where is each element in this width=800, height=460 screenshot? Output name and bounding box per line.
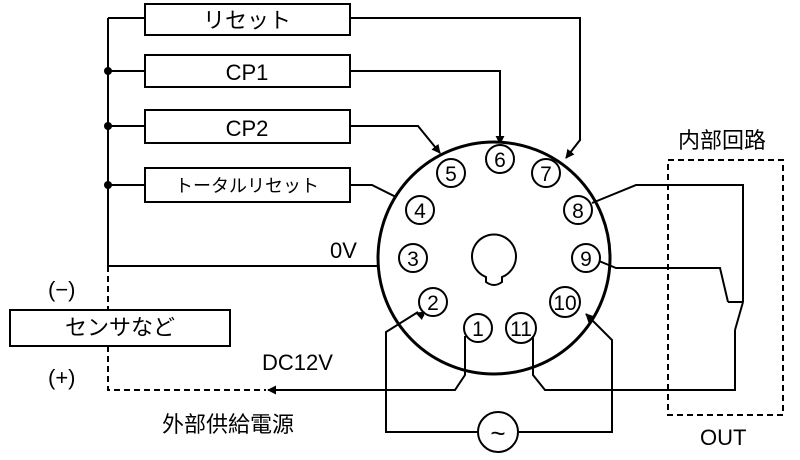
- pin11-output-wire: [532, 330, 736, 391]
- svg-text:11: 11: [510, 318, 532, 341]
- svg-text:2: 2: [427, 292, 439, 315]
- ac-source-icon: [477, 411, 519, 453]
- pin-1: 1: [463, 313, 493, 343]
- pin8-contact-wire: [591, 184, 744, 302]
- cp1-to-pin6-wire: [350, 70, 505, 145]
- junction-dot: [104, 67, 112, 75]
- pin-10: 10: [549, 286, 581, 318]
- svg-text:9: 9: [580, 248, 592, 271]
- svg-text:10: 10: [553, 292, 576, 315]
- total-reset-label: トータルリセット: [175, 176, 319, 196]
- svg-text:8: 8: [572, 200, 584, 223]
- pin-5: 5: [436, 158, 466, 188]
- ac-left-arrow: [415, 311, 426, 321]
- svg-text:5: 5: [445, 163, 457, 186]
- svg-text:6: 6: [494, 149, 506, 172]
- out-label: OUT: [700, 425, 746, 450]
- pin9-contact-wire: [598, 260, 729, 303]
- external-supply-label: 外部供給電源: [162, 412, 294, 437]
- svg-text:3: 3: [407, 248, 419, 271]
- pin-4: 4: [405, 195, 435, 225]
- internal-circuit-label: 内部回路: [678, 128, 766, 153]
- pin-11: 11: [505, 312, 537, 344]
- relay-contact-blade: [734, 301, 744, 331]
- pin-6: 6: [485, 144, 515, 174]
- sensor-plus-dashed-wire: [107, 346, 266, 391]
- total-reset-input-box: トータルリセット: [144, 167, 351, 203]
- internal-circuit-box: [667, 159, 784, 416]
- cp1-input-box: CP1: [144, 54, 351, 88]
- junction-dot: [104, 181, 112, 189]
- sensor-box: [9, 309, 231, 347]
- pin-7: 7: [531, 158, 561, 188]
- plus-label: (+): [48, 365, 76, 390]
- dc12v-label: DC12V: [262, 350, 333, 375]
- cp2-to-pin5-wire: [350, 125, 441, 154]
- cp2-input-box: CP2: [144, 109, 351, 144]
- socket-center-key: [471, 233, 517, 286]
- junction-dot: [104, 122, 112, 130]
- pin-9: 9: [571, 243, 601, 273]
- ac-source-symbol: ~: [490, 418, 505, 448]
- pin1-dc12v-wire: [267, 336, 466, 395]
- minus-label: (−): [48, 277, 76, 302]
- pin-2: 2: [418, 287, 448, 317]
- svg-text:7: 7: [540, 163, 552, 186]
- reset-label: リセット: [203, 8, 291, 33]
- total-reset-to-pin4-wire: [350, 184, 405, 202]
- cp1-label: CP1: [226, 60, 269, 85]
- ac-right-wire: [518, 313, 613, 433]
- sensor-label: センサなど: [65, 315, 175, 340]
- ac-left-wire: [385, 311, 478, 433]
- svg-text:1: 1: [472, 318, 484, 341]
- reset-input-box: リセット: [144, 3, 351, 36]
- pin-8: 8: [563, 195, 593, 225]
- svg-text:4: 4: [414, 200, 426, 223]
- cp2-label: CP2: [226, 116, 269, 141]
- zero-v-label: 0V: [330, 238, 357, 263]
- pin-3: 3: [398, 243, 428, 273]
- reset-to-pin7-wire: [350, 17, 581, 159]
